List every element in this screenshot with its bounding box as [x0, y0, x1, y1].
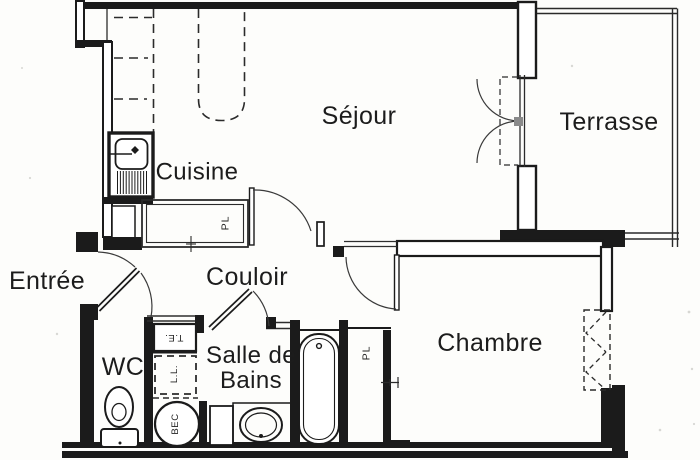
water-heater-circle	[153, 400, 201, 448]
bathtub-icon	[298, 333, 340, 445]
kitchen-sink-icon	[107, 131, 155, 199]
chambre-door	[345, 254, 400, 311]
door-swing-arc	[476, 120, 520, 164]
washing-machine-dashed-box	[154, 355, 197, 395]
casement-window	[583, 309, 611, 391]
kitchen-peninsula	[197, 9, 246, 122]
closet-pivot-tick	[186, 236, 196, 252]
drainboard-hatch	[117, 171, 147, 194]
toilet-icon	[100, 386, 139, 448]
sejour-door-jamb	[316, 221, 325, 247]
terrace-railing	[537, 7, 679, 247]
walls	[62, 0, 628, 458]
sejour-door	[248, 187, 312, 246]
kitchen-closet	[141, 199, 249, 252]
bathroom-cabinet	[209, 405, 234, 446]
door-swing-arc	[252, 189, 312, 232]
wall-chambre-closet	[383, 330, 391, 442]
door-swing-arc	[97, 251, 136, 268]
wall-left-step	[76, 40, 112, 47]
door-swing-arc	[345, 256, 397, 310]
wall-top	[84, 2, 537, 9]
door-swing-arc	[252, 290, 270, 327]
kitchen-counter-dashed	[114, 9, 246, 133]
entry-corner-block	[76, 232, 98, 252]
utility-column	[152, 322, 201, 448]
duct-box	[111, 205, 136, 241]
wall-bottom-outer	[62, 451, 628, 458]
entry-door	[95, 251, 153, 318]
chambre-closet-tick	[381, 377, 399, 388]
door-handle	[514, 117, 523, 126]
washbasin-icon	[232, 402, 290, 448]
electrical-panel-box	[152, 322, 198, 353]
wall-chambre-top	[395, 239, 605, 258]
bathroom-door	[208, 288, 270, 331]
scan-speckles	[21, 64, 696, 432]
chambre-door-jamb	[333, 246, 344, 257]
door-swing-arc	[476, 78, 520, 122]
door-swing-arc	[140, 272, 153, 318]
wall-wc-left	[80, 317, 94, 446]
wall-te-column	[144, 317, 153, 446]
french-double-door	[476, 75, 526, 167]
